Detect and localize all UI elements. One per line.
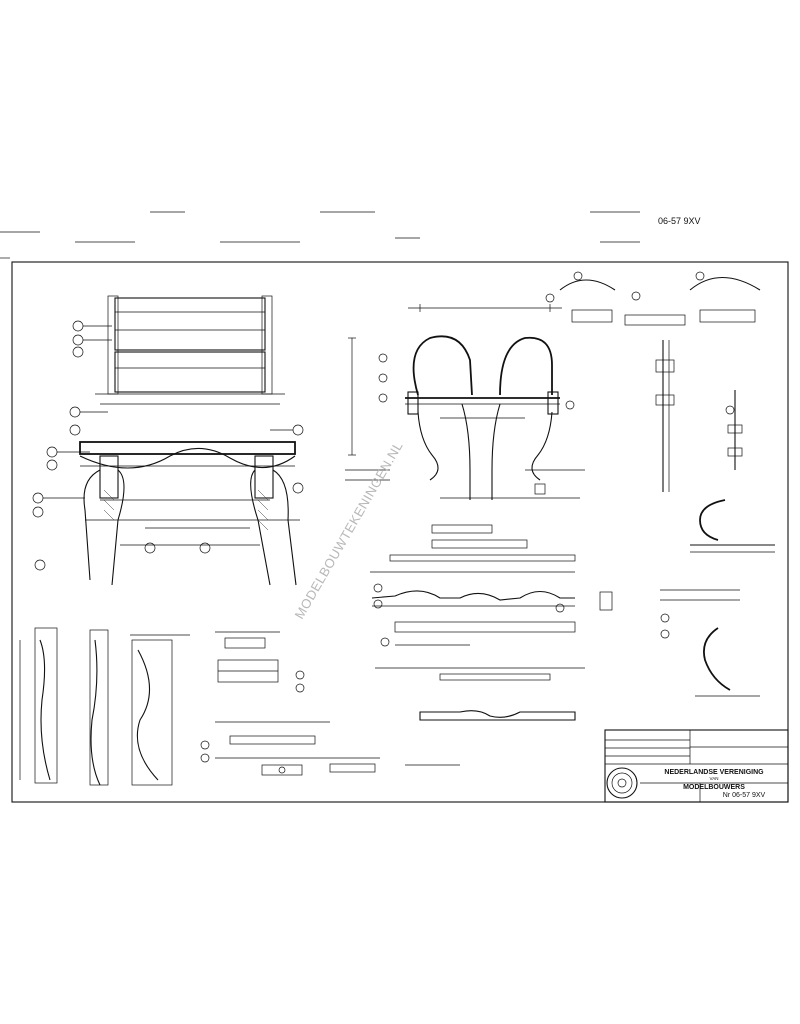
- org-name-line3: MODELBOUWERS: [683, 784, 745, 791]
- drawing-number: Nr 06-57 9XV: [723, 792, 766, 799]
- drawing-frame: [11, 261, 789, 803]
- association-seal: [606, 767, 638, 799]
- hardware-details-bottom: [200, 721, 460, 776]
- rail-details: [370, 524, 613, 721]
- org-name-line2: VAN: [710, 776, 719, 781]
- title-block: NEDERLANDSE VERENIGING VAN MODELBOUWERS …: [604, 729, 789, 803]
- front-view-drawing: [32, 295, 304, 586]
- header-reference: 06-57 9XV: [658, 216, 701, 226]
- header-marks: [0, 211, 640, 259]
- profile-details-bottom-left: [19, 627, 305, 786]
- org-name-line1: NEDERLANDSE VERENIGING: [664, 769, 764, 776]
- right-section-details: [545, 271, 775, 697]
- watermark: MODELBOUWTEKENINGEN.NL: [292, 439, 406, 622]
- top-view-drawing: [345, 304, 585, 500]
